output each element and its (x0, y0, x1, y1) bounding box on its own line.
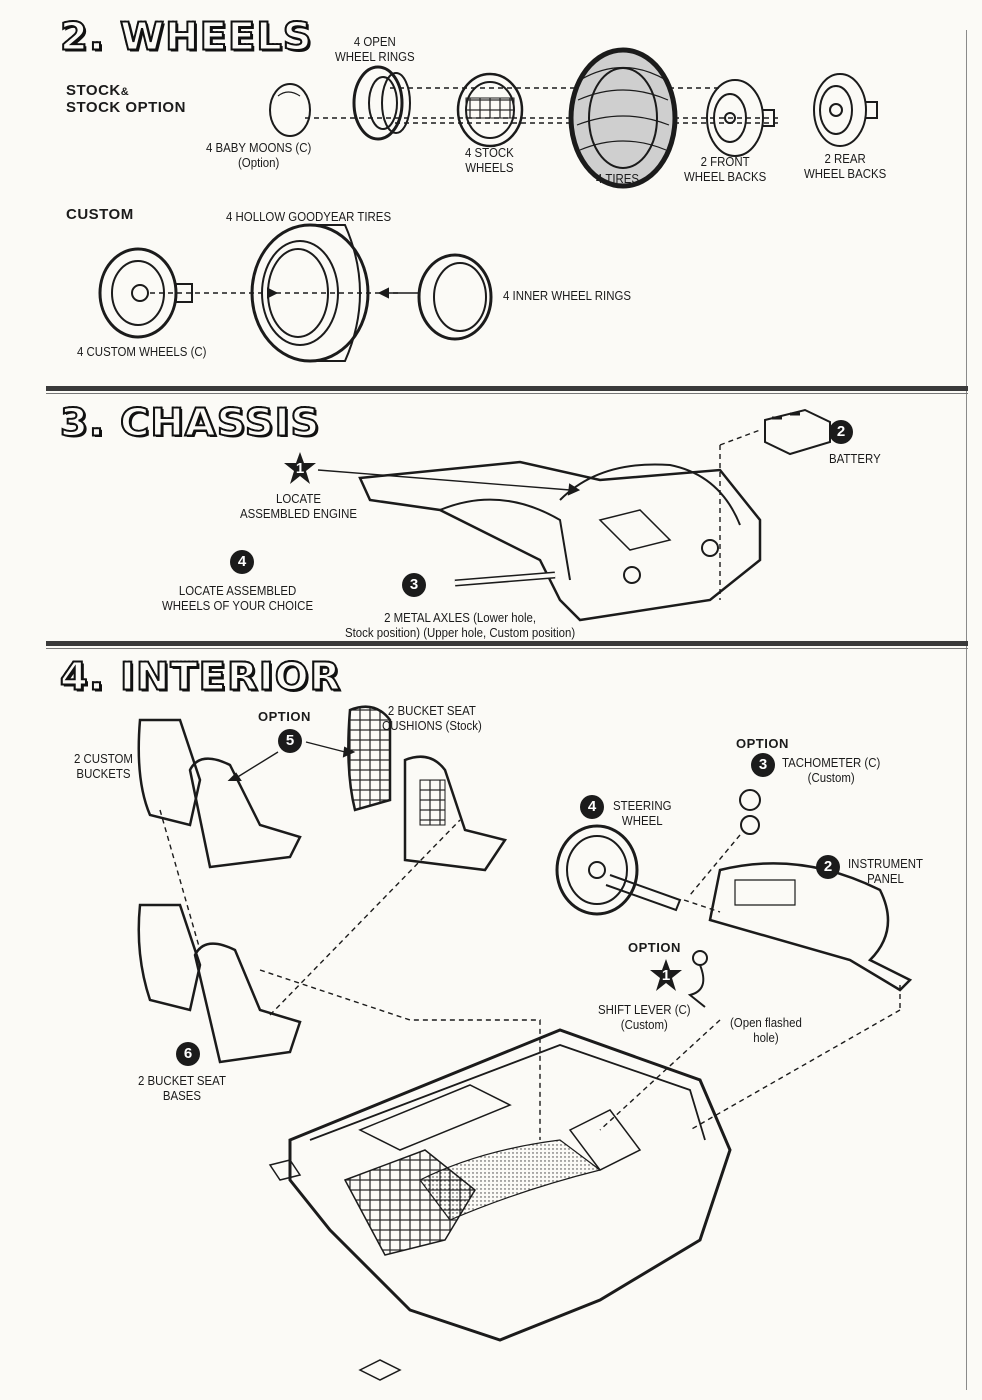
label-text: TACHOMETER (C)(Custom) (782, 755, 881, 785)
option-label: OPTION (258, 709, 311, 724)
label-text: 4 BABY MOONS (C)(Option) (206, 140, 312, 170)
section-heading-interior: 4. INTERIOR (59, 654, 342, 700)
step-badge: 4 (580, 795, 604, 819)
section-divider (46, 386, 968, 394)
step-badge: 2 (816, 855, 840, 879)
label-hollow-goodyear-tires: 4 HOLLOW GOODYEAR TIRES (226, 209, 391, 224)
label-text: 2 METAL AXLES (Lower hole,Stock position… (345, 610, 576, 640)
label-text: SHIFT LEVER (C)(Custom) (598, 1002, 691, 1032)
label-tachometer: TACHOMETER (C)(Custom) (782, 755, 880, 785)
option-label: OPTION (736, 736, 789, 751)
step-badge: 5 (278, 729, 302, 753)
label-inner-wheel-rings: 4 INNER WHEEL RINGS (503, 288, 631, 303)
section-number: 2. (59, 14, 106, 60)
label-baby-moons: 4 BABY MOONS (C)(Option) (206, 140, 311, 170)
label-tires: 4 TIRES (596, 171, 639, 186)
step-star-badge: 1 (648, 958, 684, 994)
stock-label-amp: & (120, 86, 130, 98)
step-badge: 6 (176, 1042, 200, 1066)
label-custom-wheels: 4 CUSTOM WHEELS (C) (77, 344, 206, 359)
step-badge: 2 (829, 420, 853, 444)
section-heading-chassis: 3. CHASSIS (59, 400, 321, 446)
step-badge: 4 (230, 550, 254, 574)
label-text: 4 HOLLOW GOODYEAR TIRES (226, 209, 392, 224)
option-label: OPTION (628, 940, 681, 955)
section-title: CHASSIS (119, 400, 321, 446)
step-badge: 3 (751, 753, 775, 777)
stock-label: STOCK& STOCK OPTION (66, 82, 186, 116)
step-star-badge: 1 (282, 451, 318, 487)
label-shift-lever: SHIFT LEVER (C)(Custom) (598, 1002, 691, 1032)
stock-label-line1: STOCK (66, 82, 121, 99)
section-heading-wheels: 2. WHEELS (59, 14, 313, 60)
section-number: 3. (59, 400, 106, 446)
step-number: 1 (661, 967, 671, 984)
stock-label-line2: STOCK OPTION (66, 99, 186, 116)
label-text: 4 INNER WHEEL RINGS (503, 288, 631, 303)
star-icon (284, 452, 316, 484)
custom-label: CUSTOM (66, 206, 134, 223)
section-divider (46, 641, 968, 649)
section-title: INTERIOR (119, 654, 342, 700)
label-text: BATTERY (829, 451, 881, 466)
star-icon (650, 959, 682, 991)
label-metal-axles: 2 METAL AXLES (Lower hole,Stock position… (345, 610, 575, 640)
section-title: WHEELS (119, 14, 313, 60)
label-text: 4 TIRES (596, 171, 640, 186)
page-edge-line (966, 30, 967, 1390)
label-text: 4 CUSTOM WHEELS (C) (77, 344, 207, 359)
label-battery: BATTERY (829, 451, 881, 466)
step-number: 1 (295, 460, 305, 477)
step-badge: 3 (402, 573, 426, 597)
section-number: 4. (59, 654, 106, 700)
